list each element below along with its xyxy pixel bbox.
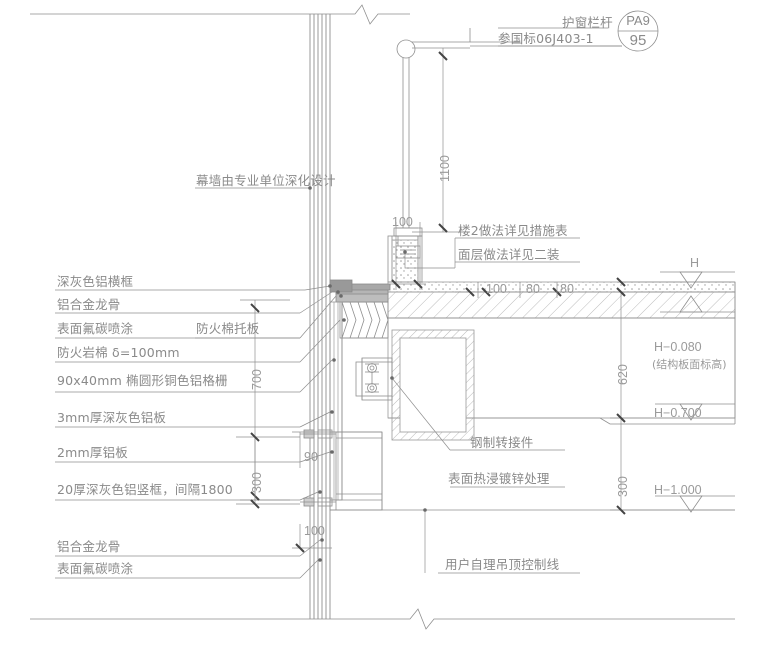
elevation-mark-h700: H−0.700 bbox=[654, 406, 702, 420]
aluminium-head-transom bbox=[329, 279, 391, 295]
label-alu-keel-top: 铝合金龙骨 bbox=[57, 297, 121, 312]
callout-bubble-top: PA9 bbox=[626, 13, 650, 28]
dim-slab-b: 80 bbox=[526, 282, 540, 296]
elevation-note-h080: (结构板面标高) bbox=[652, 358, 727, 371]
right-note-leaders bbox=[390, 237, 580, 574]
dim-slab-depth: 620 bbox=[616, 364, 630, 385]
elevation-markers bbox=[616, 271, 735, 513]
dim-panel-300: 300 bbox=[250, 472, 264, 493]
label-20mm-mullion: 20厚深灰色铝竖框，间隔1800 bbox=[57, 482, 233, 497]
dim-slab-c: 80 bbox=[560, 282, 574, 296]
note-finish-make: 面层做法详见二装 bbox=[458, 247, 560, 262]
dim-head-top: 100 bbox=[392, 215, 413, 229]
label-dark-grey-alu-transom: 深灰色铝横框 bbox=[57, 274, 134, 289]
label-leaders bbox=[55, 186, 346, 579]
note-galvanize: 表面热浸镀锌处理 bbox=[448, 471, 550, 486]
callout-label: 护窗栏杆 bbox=[562, 15, 613, 30]
label-2mm-panel: 2mm厚铝板 bbox=[57, 445, 129, 460]
dim-slab-a: 100 bbox=[486, 282, 507, 296]
label-fluorocarbon-top: 表面氟碳喷涂 bbox=[57, 321, 134, 336]
label-rockwool: 防火岩棉 δ=100mm bbox=[57, 345, 180, 360]
dimension-lines bbox=[236, 47, 660, 553]
elevation-mark-h: H bbox=[690, 256, 700, 270]
callout-standard: 参国标06J403-1 bbox=[498, 31, 594, 46]
note-steel-bracket: 钢制转接件 bbox=[470, 435, 534, 450]
label-firestop-plate: 防火棉托板 bbox=[196, 321, 260, 336]
panel-subframe bbox=[300, 429, 336, 507]
label-oval-grille: 90x40mm 椭圆形铜色铝格栅 bbox=[57, 373, 228, 388]
dim-panel-100: 100 bbox=[304, 524, 325, 538]
label-alu-keel-bottom: 铝合金龙骨 bbox=[57, 539, 121, 554]
hollow-steel-section bbox=[391, 329, 475, 441]
dim-grille-height: 700 bbox=[250, 369, 264, 390]
geometry-lines bbox=[30, 4, 736, 630]
dim-guard-height: 1100 bbox=[438, 155, 452, 182]
break-line-top bbox=[30, 4, 410, 25]
dim-lower-300: 300 bbox=[616, 476, 630, 497]
firestop-rockwool bbox=[339, 301, 389, 339]
note-floor-make: 楼2做法详见措施表 bbox=[458, 223, 568, 238]
break-line-bottom bbox=[30, 608, 735, 630]
elevation-mark-h1000: H−1.000 bbox=[654, 483, 702, 497]
steel-bracket bbox=[355, 357, 393, 401]
callout-bubble-bottom: 95 bbox=[629, 32, 647, 49]
elevation-mark-h080: H−0.080 bbox=[654, 340, 702, 354]
note-curtain-wall: 幕墙由专业单位深化设计 bbox=[196, 173, 336, 188]
dim-panel-90: 90 bbox=[304, 450, 318, 464]
label-fluorocarbon-bottom: 表面氟碳喷涂 bbox=[57, 561, 134, 576]
note-ceiling-line: 用户自理吊顶控制线 bbox=[445, 557, 560, 572]
label-3mm-panel: 3mm厚深灰色铝板 bbox=[57, 410, 167, 425]
